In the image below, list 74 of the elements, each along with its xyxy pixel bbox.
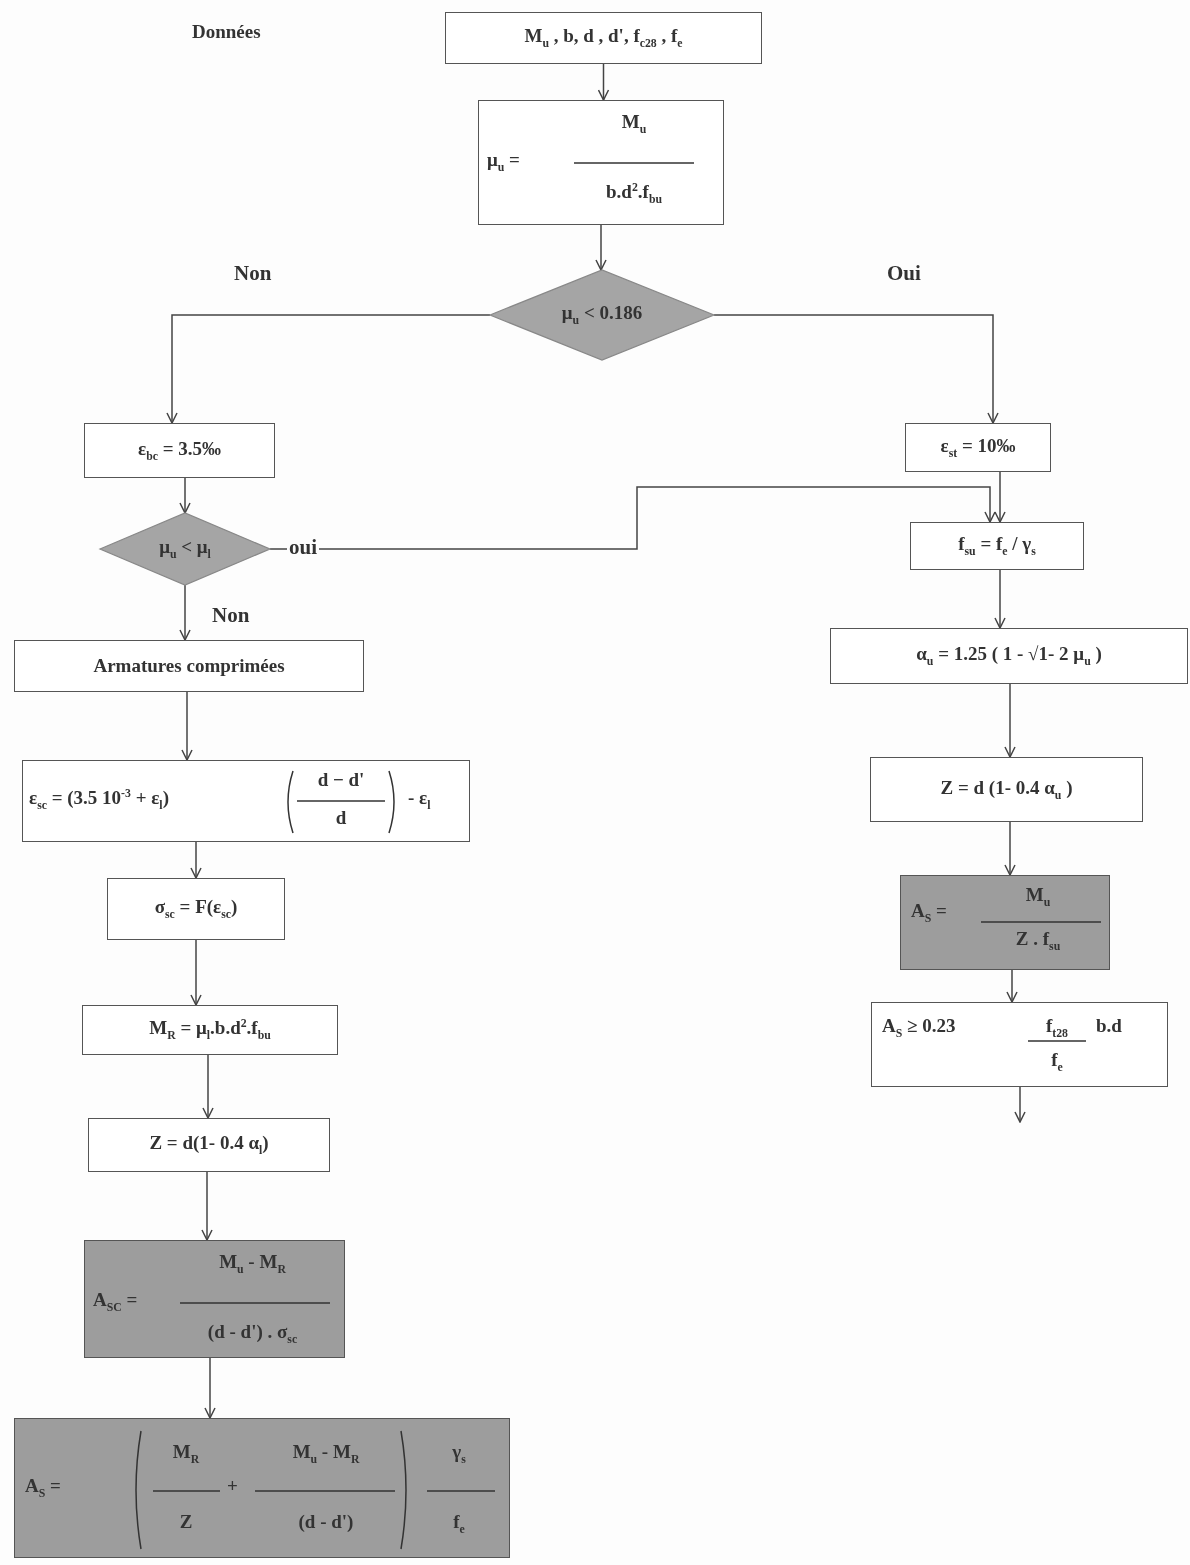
formula-part: + bbox=[227, 1475, 238, 1497]
process-box bbox=[870, 757, 1143, 822]
formula-part: f$_{e}$ bbox=[1050, 1049, 1064, 1075]
arrow bbox=[179, 584, 191, 641]
step-text: α$_{u}$ = 1.25 ( 1 - √1- 2 μ$_{u}$ ) bbox=[916, 643, 1102, 669]
formula-part: (d - d') bbox=[297, 1511, 355, 1533]
decision-diamond bbox=[490, 270, 714, 360]
step-text: Z = d(1- 0.4 α$_{l}$) bbox=[149, 1132, 269, 1158]
arrow bbox=[1006, 969, 1018, 1003]
formula-part: A$_{S}$ ≥ 0.23 bbox=[882, 1015, 956, 1041]
arrow bbox=[713, 314, 999, 424]
decision-diamond bbox=[100, 513, 270, 585]
process-box bbox=[14, 640, 364, 692]
formula-part: Z . f$_{su}$ bbox=[1014, 928, 1062, 954]
process-box bbox=[84, 423, 275, 478]
formula-part: b.d bbox=[1096, 1015, 1122, 1037]
arrow bbox=[204, 1357, 216, 1419]
formula-part: A$_{S}$ = bbox=[911, 900, 947, 926]
step-text: ε$_{bc}$ = 3.5‰ bbox=[138, 437, 221, 464]
process-box bbox=[900, 875, 1110, 970]
formula-part: M$_{u}$ - M$_{R}$ bbox=[218, 1251, 287, 1277]
step-text: M$_{R}$ = μ$_{l}$.b.d$^{2}$.f$_{bu}$ bbox=[149, 1017, 271, 1043]
arrow bbox=[1014, 1086, 1026, 1123]
process-box bbox=[84, 1240, 345, 1358]
process-box bbox=[830, 628, 1188, 684]
formula-part: M$_{R}$ bbox=[171, 1441, 201, 1467]
step-text: Armatures comprimées bbox=[93, 655, 285, 677]
step-text: Z = d (1- 0.4 α$_{u}$ ) bbox=[940, 776, 1073, 803]
process-box bbox=[905, 423, 1051, 472]
arrow bbox=[994, 471, 1006, 523]
formula-part: μ$_{u}$ = bbox=[487, 149, 520, 175]
arrow bbox=[994, 569, 1006, 629]
process-box bbox=[14, 1418, 510, 1558]
formula-part: ε$_{sc}$ = (3.5 10$^{-3}$ + ε$_{l}$) bbox=[29, 787, 169, 813]
process-box bbox=[22, 760, 470, 842]
process-box bbox=[478, 100, 724, 225]
process-box bbox=[82, 1005, 338, 1055]
arrow bbox=[181, 691, 193, 761]
formula-part: (d - d') . σ$_{sc}$ bbox=[206, 1321, 299, 1347]
formula-part: d − d' bbox=[316, 769, 366, 791]
arrow bbox=[202, 1054, 214, 1119]
formula-part: A$_{S}$ = bbox=[25, 1475, 61, 1501]
step-text: M$_{u}$ , b, d , d', f$_{c28}$ , f$_{e}$ bbox=[524, 25, 683, 51]
formula-part: γ$_{s}$ bbox=[451, 1441, 467, 1467]
step-text: f$_{su}$ = f$_{e}$ / γ$_{s}$ bbox=[958, 533, 1036, 559]
formula-part: - ε$_{l}$ bbox=[408, 787, 431, 813]
arrow bbox=[166, 314, 491, 424]
arrow bbox=[190, 841, 202, 879]
process-box bbox=[445, 12, 762, 64]
process-box bbox=[88, 1118, 330, 1172]
arrow bbox=[269, 486, 996, 550]
arrow bbox=[595, 224, 607, 271]
formula-part: A$_{SC}$ = bbox=[93, 1289, 138, 1315]
arrow bbox=[1004, 683, 1016, 758]
arrow bbox=[597, 63, 610, 101]
formula-part: M$_{u}$ bbox=[1024, 884, 1052, 910]
step-text: σ$_{sc}$ = F(ε$_{sc}$) bbox=[154, 896, 238, 922]
arrow bbox=[190, 939, 202, 1006]
arrow bbox=[1004, 821, 1016, 876]
step-text: μ$_{u}$ < μ$_{l}$ bbox=[159, 536, 211, 562]
step-text: ε$_{st}$ = 10‰ bbox=[940, 434, 1016, 461]
formula-part: d bbox=[334, 807, 348, 829]
process-box bbox=[107, 878, 285, 940]
arrow bbox=[201, 1171, 213, 1241]
step-text: μ$_{u}$ < 0.186 bbox=[561, 302, 643, 328]
formula-part: Z bbox=[178, 1511, 194, 1533]
formula-part: f$_{t28}$ bbox=[1045, 1015, 1069, 1041]
formula-part: b.d$^{2}$.f$_{bu}$ bbox=[605, 181, 663, 207]
formula-part: M$_{u}$ - M$_{R}$ bbox=[291, 1441, 361, 1467]
process-box bbox=[871, 1002, 1168, 1087]
process-box bbox=[910, 522, 1084, 570]
formula-part: f$_{e}$ bbox=[452, 1511, 466, 1537]
formula-part: M$_{u}$ bbox=[620, 111, 648, 137]
arrow bbox=[179, 477, 191, 514]
